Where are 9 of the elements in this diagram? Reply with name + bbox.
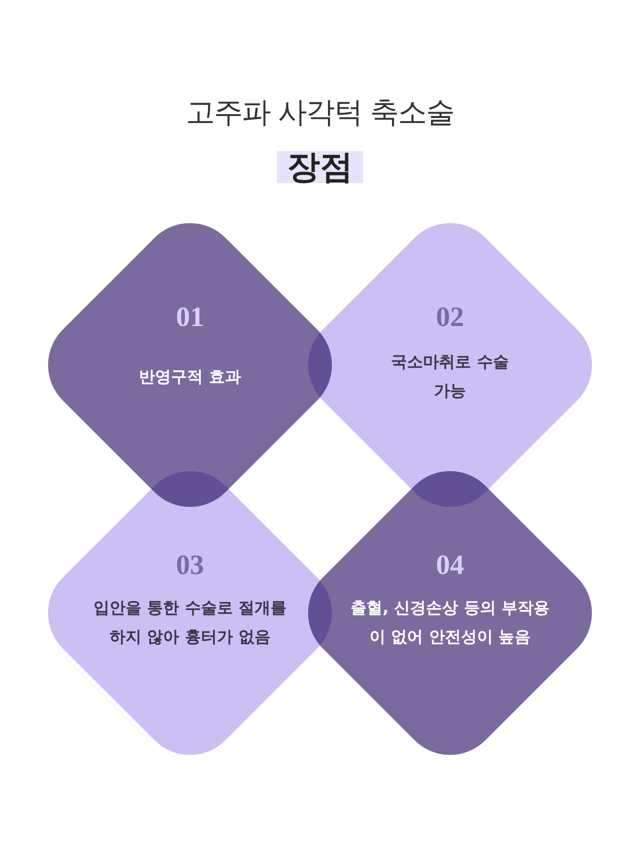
step-text: 반영구적 효과 [138, 366, 242, 388]
step-text: 출혈, 신경손상 등의 부작용이 없어 안전성이 높음 [350, 597, 550, 648]
step-text: 국소마취로 수술 가능 [390, 351, 510, 402]
title: 고주파 사각턱 축소술 [186, 94, 454, 131]
step-text: 입안을 통한 수술로 절개를 하지 않아 흉터가 없음 [92, 597, 288, 648]
step-number: 04 [436, 551, 464, 581]
step-number: 02 [436, 303, 464, 333]
step-number: 03 [176, 551, 204, 581]
step-number: 01 [176, 303, 204, 333]
